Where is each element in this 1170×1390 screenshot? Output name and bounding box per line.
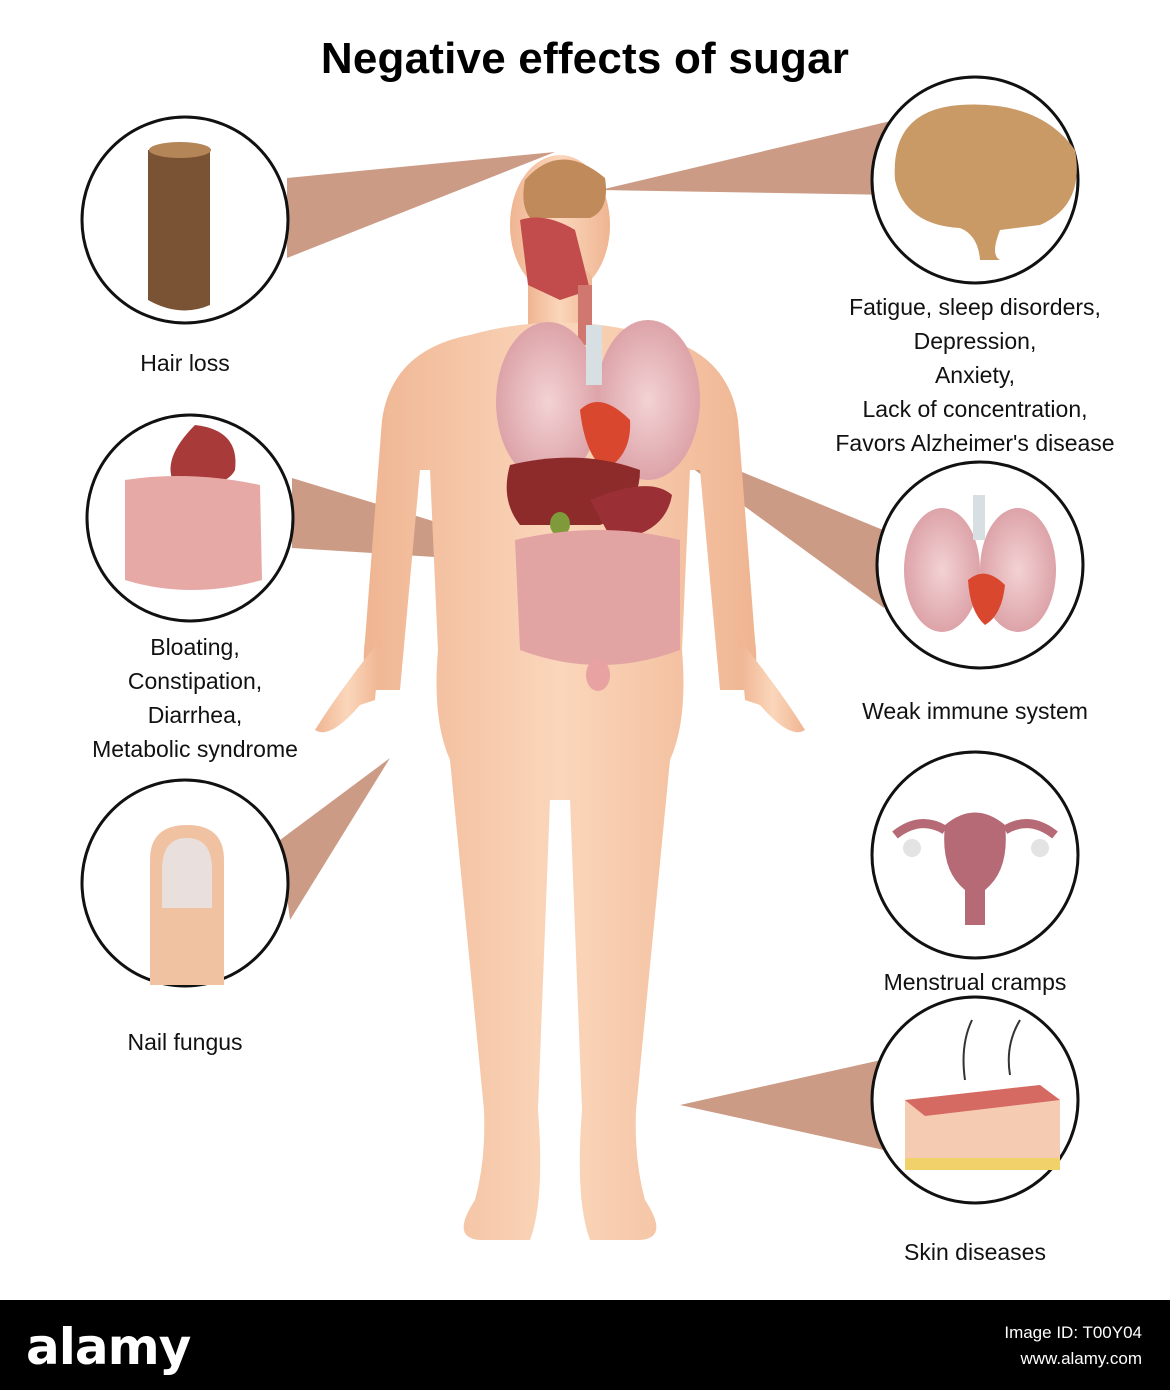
label-line: Diarrhea, xyxy=(147,702,243,728)
label-line: Weak immune system xyxy=(862,698,1088,724)
callout-skin xyxy=(680,1058,890,1150)
callout-nail xyxy=(280,758,390,920)
intestine-icon xyxy=(125,476,262,590)
circle-skin xyxy=(870,995,1080,1205)
image-id: Image ID: T00Y04 xyxy=(1004,1323,1142,1342)
label-line: Nail fungus xyxy=(127,1029,243,1055)
label-line: Favors Alzheimer's disease xyxy=(835,430,1115,456)
label-line: Depression, xyxy=(913,328,1037,354)
hair-strand-icon xyxy=(148,150,210,311)
page-title: Negative effects of sugar xyxy=(320,34,850,83)
lungs-icon xyxy=(904,508,980,632)
label-line: Bloating, xyxy=(150,634,240,660)
label-hair-loss: Hair loss xyxy=(80,346,290,380)
footer-meta: Image ID: T00Y04 www.alamy.com xyxy=(1004,1320,1142,1372)
label-line: Skin diseases xyxy=(904,1239,1046,1265)
site-url: www.alamy.com xyxy=(1020,1349,1142,1368)
label-skin: Skin diseases xyxy=(860,1235,1090,1269)
human-body xyxy=(315,155,805,1240)
brain-icon xyxy=(894,104,1077,260)
brand-logo: alamy xyxy=(26,1318,191,1376)
label-line: Menstrual cramps xyxy=(883,969,1067,995)
watermark-footer: alamy Image ID: T00Y04 www.alamy.com xyxy=(0,1300,1170,1390)
circle-gut xyxy=(85,413,295,623)
label-line: Fatigue, sleep disorders, xyxy=(849,294,1101,320)
circle-hair xyxy=(80,115,290,325)
label-menstrual: Menstrual cramps xyxy=(840,965,1110,999)
uterus-icon xyxy=(944,812,1006,925)
circle-brain xyxy=(870,75,1080,285)
label-line: Lack of concentration, xyxy=(862,396,1088,422)
torso-organs xyxy=(496,320,700,691)
label-nail-fungus: Nail fungus xyxy=(80,1025,290,1059)
circle-lungs xyxy=(875,460,1085,670)
label-immune: Weak immune system xyxy=(820,694,1130,728)
label-brain-effects: Fatigue, sleep disorders, Depression, An… xyxy=(800,290,1150,460)
label-line: Anxiety, xyxy=(934,362,1016,388)
callout-hair xyxy=(287,152,555,258)
label-line: Hair loss xyxy=(140,350,230,376)
circle-nail xyxy=(80,778,290,988)
label-gut-effects: Bloating, Constipation, Diarrhea, Metabo… xyxy=(50,630,340,766)
label-line: Constipation, xyxy=(127,668,263,694)
body-illustration xyxy=(80,75,1085,1240)
callout-brain xyxy=(600,120,895,195)
circle-uterus xyxy=(870,750,1080,960)
stomach-icon xyxy=(170,425,236,486)
label-line: Metabolic syndrome xyxy=(92,736,298,762)
